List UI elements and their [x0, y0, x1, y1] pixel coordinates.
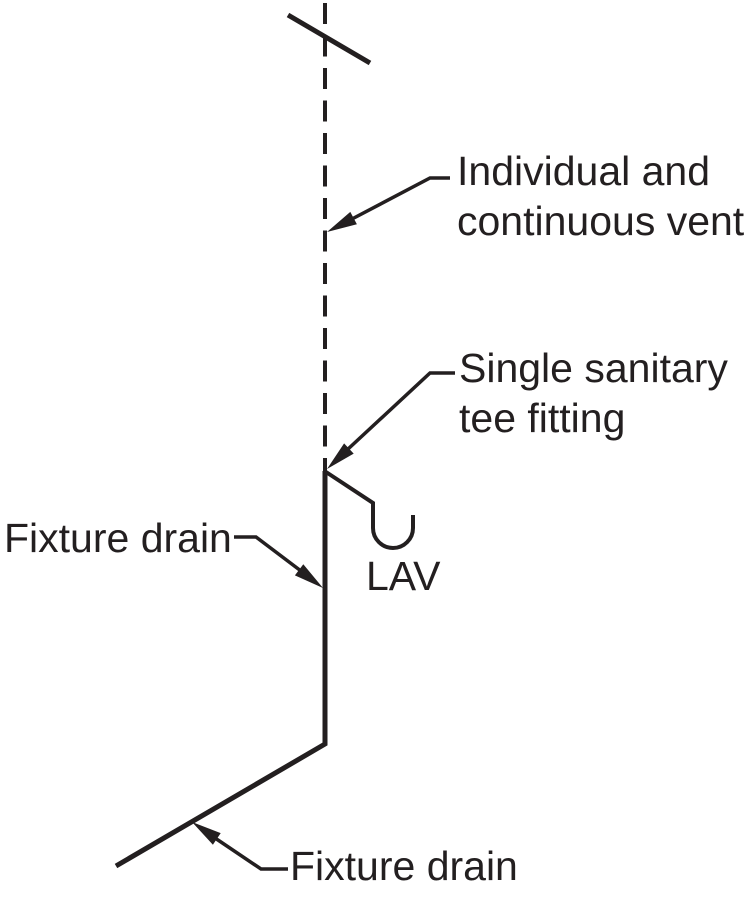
fixture-drain-bottom-leader	[192, 822, 288, 871]
fixture-drain-bottom-label: Fixture drain	[290, 843, 518, 889]
vent-leader-line	[351, 176, 450, 221]
fixture-drain-bottom-leader-line	[214, 836, 288, 871]
lav-trap-symbol	[324, 470, 415, 550]
fixture-drain-left-leader-line	[234, 535, 303, 573]
fixture-drain-left-arrowhead	[294, 564, 323, 588]
fixture-drain-left-label: Fixture drain	[4, 515, 232, 561]
vent-label-line1: Individual and	[457, 148, 711, 194]
vent-leader-arrowhead	[327, 211, 357, 232]
tee-label-line1: Single sanitary	[459, 345, 728, 391]
tee-label: Single sanitary tee fitting	[459, 343, 728, 443]
vent-label-line2: continuous vent	[457, 198, 745, 244]
tee-leader	[327, 371, 455, 469]
vent-leader	[327, 176, 450, 232]
drain-stack-line	[114, 471, 328, 869]
fixture-drain-bottom-arrowhead	[192, 822, 221, 845]
tee-leader-line	[345, 371, 455, 452]
lav-label: LAV	[366, 553, 441, 599]
vent-label: Individual and continuous vent	[457, 146, 744, 246]
pipe-break-symbol	[286, 12, 372, 66]
tee-label-line2: tee fitting	[459, 395, 626, 441]
fixture-drain-left-leader	[234, 535, 323, 588]
tee-leader-arrowhead	[327, 443, 354, 469]
